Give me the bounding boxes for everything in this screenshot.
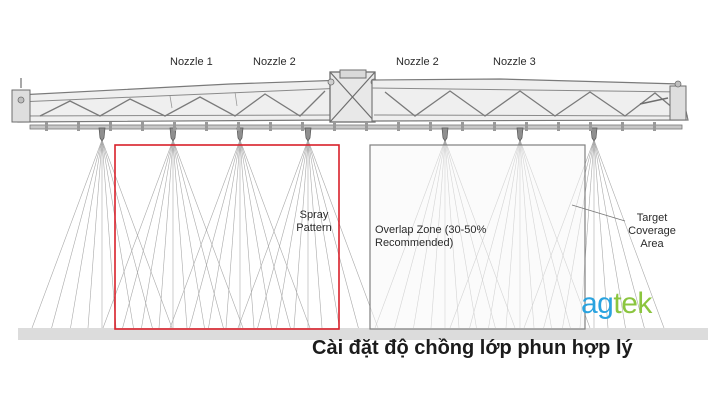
spray-fan-line — [70, 139, 103, 329]
pipe-clamp — [333, 122, 336, 131]
label-nozzle-1: Nozzle 1 — [170, 56, 213, 68]
boom-center-frame — [327, 69, 378, 123]
ground — [18, 328, 708, 340]
spray-fan-line — [51, 139, 103, 329]
sprayer-boom — [11, 69, 689, 130]
label-spray-pattern-line2: Pattern — [296, 222, 332, 234]
spray-fan-line — [307, 139, 323, 329]
spray-fan-line — [239, 139, 272, 329]
spray-fan-line — [593, 139, 665, 329]
pipe-clamp — [557, 122, 560, 131]
nozzles — [45, 122, 656, 142]
pipe-clamp — [621, 122, 624, 131]
spray-fan-line — [239, 139, 255, 329]
pipe-clamp — [77, 122, 80, 131]
label-spray-pattern-line1: Spray — [299, 209, 329, 221]
spray-pattern-box — [114, 144, 340, 330]
spray-fan-line — [239, 139, 311, 329]
spray-fan-line — [101, 139, 134, 329]
spray-fan-line — [307, 139, 359, 329]
spray-fan-line — [101, 139, 173, 329]
spray-fan-line — [31, 139, 103, 329]
spray-fan-line — [276, 139, 309, 329]
spray-fan-line — [189, 139, 241, 329]
spray-fan-line — [169, 139, 241, 329]
spray-fan-line — [208, 139, 241, 329]
label-nozzle-2-left: Nozzle 2 — [253, 56, 296, 68]
spray-fan-line — [172, 139, 244, 329]
spray-fan-line — [225, 139, 241, 329]
label-target-line2: Coverage — [628, 225, 676, 237]
spray-fan-line — [101, 139, 153, 329]
spray-fan-line — [141, 139, 174, 329]
nozzle — [516, 127, 524, 142]
boom-right-section — [371, 78, 689, 122]
spray-fan-line — [593, 139, 626, 329]
logo-part-tek: tek — [613, 287, 652, 320]
nozzle — [441, 127, 449, 142]
spray-fan-line — [293, 139, 309, 329]
spray-fan-line — [307, 139, 340, 329]
spray-fan-line — [237, 139, 309, 329]
label-overlap-zone: Overlap Zone (30-50% Recommended) — [375, 224, 486, 250]
pipe-clamp — [589, 122, 592, 131]
pipe-clamp — [141, 122, 144, 131]
pipe-clamp — [525, 122, 528, 131]
pipe-clamp — [397, 122, 400, 131]
spray-pipe — [29, 124, 683, 130]
boom-left-tip-hinge — [11, 78, 31, 123]
pipe-clamp — [237, 122, 240, 131]
nozzle — [98, 127, 106, 142]
pipe-clamp — [269, 122, 272, 131]
spray-fan-line — [172, 139, 205, 329]
spray-fan-line — [87, 139, 103, 329]
label-spray-pattern: Spray Pattern — [290, 209, 338, 235]
label-nozzle-2-right: Nozzle 2 — [396, 56, 439, 68]
pipe-clamp — [461, 122, 464, 131]
pipe-clamp — [365, 122, 368, 131]
nozzle — [304, 127, 312, 142]
nozzle — [236, 127, 244, 142]
spray-fan-line — [593, 139, 609, 329]
pipe-clamp — [109, 122, 112, 131]
pipe-clamp — [493, 122, 496, 131]
spray-fan-line — [102, 139, 174, 329]
spray-fan-line — [307, 139, 379, 329]
label-overlap-zone-line1: Overlap Zone (30-50% — [375, 224, 487, 236]
label-target-coverage-area: Target Coverage Area — [620, 212, 684, 251]
pipe-clamp — [45, 122, 48, 131]
spray-fan-line — [172, 139, 224, 329]
pipe-clamp — [429, 122, 432, 131]
pipe-clamp — [205, 122, 208, 131]
label-nozzle-3: Nozzle 3 — [493, 56, 536, 68]
label-target-line1: Target — [636, 212, 668, 224]
spray-fan-line — [172, 139, 188, 329]
boom-left-section — [17, 79, 346, 123]
pipe-clamp — [173, 122, 176, 131]
pipe-clamp — [301, 122, 304, 131]
spray-fan-line — [122, 139, 174, 329]
spray-fan-line — [101, 139, 117, 329]
target-pointer-line — [571, 204, 626, 222]
label-target-line3: Area — [640, 238, 664, 250]
spray-fan-line — [158, 139, 174, 329]
agtek-logo: agtek — [581, 289, 652, 319]
spray-fan-line — [593, 139, 645, 329]
pipe-clamp — [653, 122, 656, 131]
nozzle — [590, 127, 598, 142]
label-overlap-zone-line2: Recommended) — [375, 237, 454, 249]
logo-part-ag: ag — [581, 287, 614, 320]
caption: Cài đặt độ chồng lớp phun hợp lý — [312, 337, 633, 359]
overlap-zone-box — [369, 144, 586, 330]
spray-fan-line — [257, 139, 309, 329]
boom-right-tip-hinge — [639, 80, 687, 121]
